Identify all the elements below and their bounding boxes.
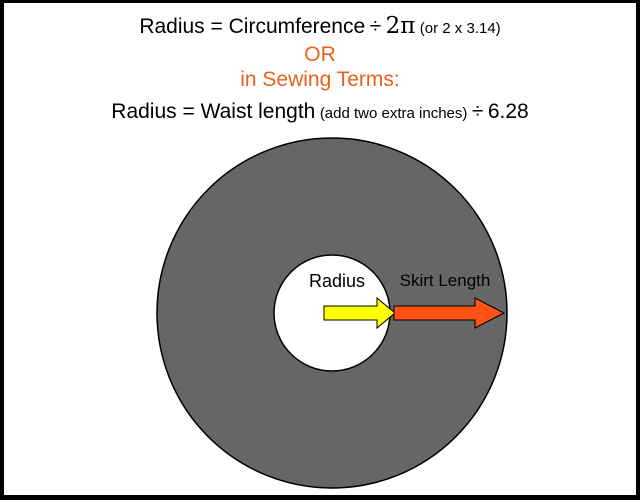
sewing-terms-label: in Sewing Terms: — [240, 68, 400, 91]
skirt-length-label: Skirt Length — [400, 271, 491, 290]
waist-formula-note: (add two extra inches) — [319, 105, 468, 122]
divide-sign: ÷ — [369, 15, 382, 38]
waist-formula-lead: Radius = Waist length — [111, 100, 316, 123]
or-label: OR — [304, 43, 336, 66]
two-pi: 2π — [385, 13, 416, 39]
radius-label: Radius — [309, 271, 365, 291]
divide-sign: ÷ — [471, 100, 484, 123]
radius-arrow — [323, 296, 396, 330]
circle-skirt-diagram: Radius Skirt Length — [156, 137, 508, 489]
slide: Radius = Circumference ÷ 2π (or 2 x 3.14… — [4, 3, 636, 495]
formula-line-waist: Radius = Waist length (add two extra inc… — [4, 100, 636, 124]
divisor-value: 6.28 — [487, 100, 529, 123]
formula-lead: Radius = Circumference — [139, 15, 366, 38]
formula-line-circumference: Radius = Circumference ÷ 2π (or 2 x 3.14… — [4, 13, 636, 39]
formula-note: (or 2 x 3.14) — [419, 20, 501, 37]
skirt-length-arrow — [393, 297, 506, 329]
